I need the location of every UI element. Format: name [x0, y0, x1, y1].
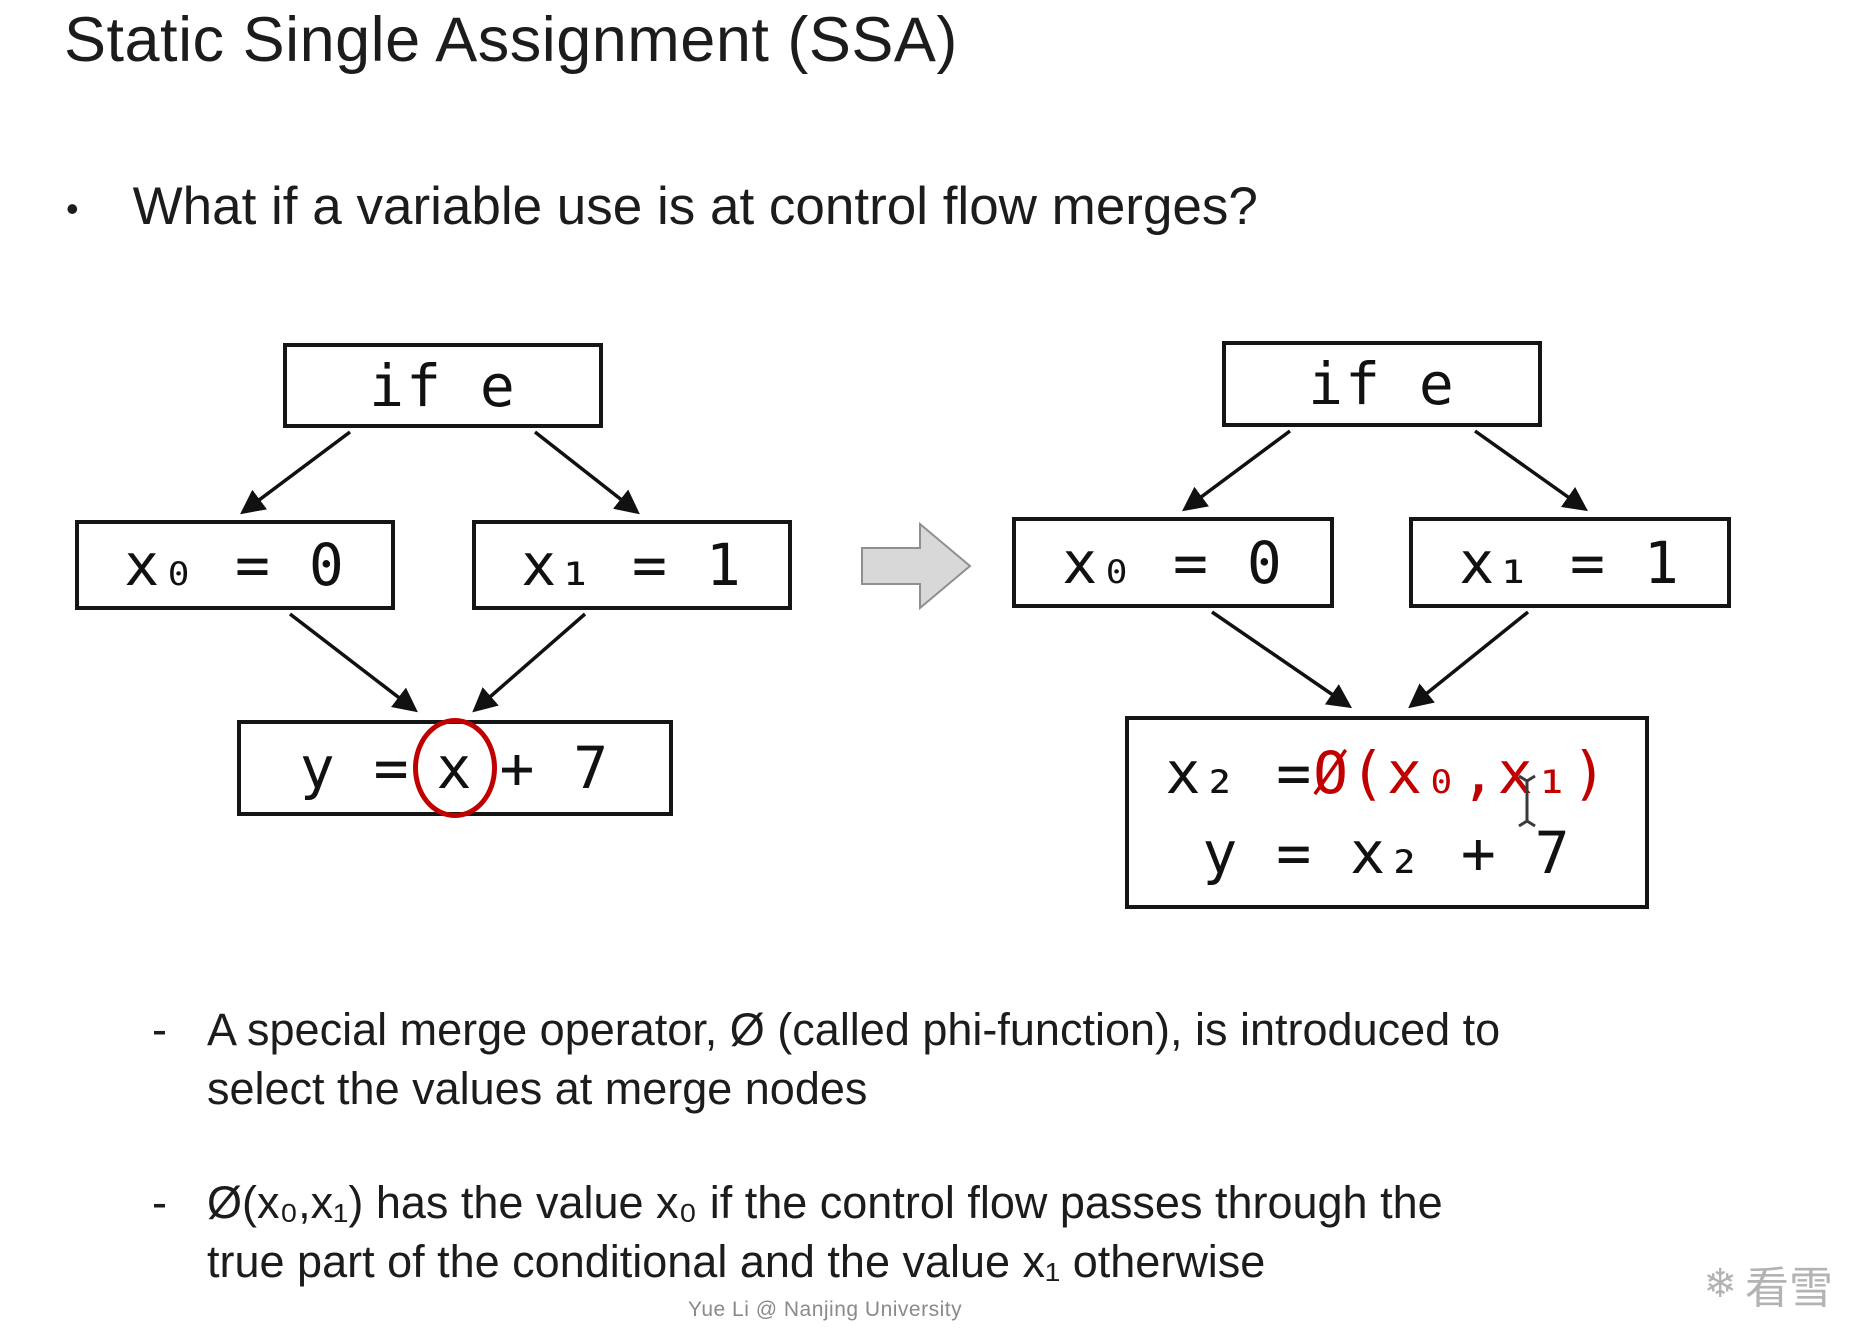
left-edge-if-to-false [533, 430, 640, 515]
right-cfg-false-branch-node: x₁ = 1 [1409, 517, 1731, 608]
merge-use-line: y = x₂ + 7 [1202, 818, 1572, 887]
circled-variable: x [412, 718, 497, 818]
merge-expr-prefix: y = [299, 734, 411, 802]
right-edge-true-to-merge [1211, 610, 1353, 709]
left-cfg-false-branch-node: x₁ = 1 [472, 520, 792, 610]
note-phi-semantics: - Ø(x₀,x₁) has the value x₀ if the contr… [152, 1173, 1443, 1292]
note-text: A special merge operator, Ø (called phi-… [207, 1004, 1501, 1115]
bullet-text: What if a variable use is at control flo… [132, 177, 1258, 236]
right-cfg-if-node: if e [1222, 341, 1542, 427]
note-text: Ø(x₀,x₁) has the value x₀ if the control… [207, 1177, 1443, 1288]
left-edge-false-to-merge [472, 612, 587, 713]
right-cfg-merge-node: x₂ = Ø(x₀,x₁) y = x₂ + 7 [1125, 716, 1649, 909]
merge-variable: x [436, 734, 474, 802]
slide-footer-credit: Yue Li @ Nanjing University [688, 1298, 963, 1321]
left-cfg-true-branch-node: x₀ = 0 [75, 520, 395, 610]
right-edge-if-to-false [1473, 429, 1588, 512]
merge-expr-suffix: + 7 [499, 734, 611, 802]
right-edge-if-to-true [1182, 429, 1292, 512]
left-edge-if-to-true [240, 430, 352, 515]
watermark-text: 看雪 [1745, 1264, 1833, 1313]
note-dash-marker: - [152, 1177, 167, 1228]
page-title: Static Single Assignment (SSA) [64, 5, 958, 75]
phi-assignment-line: x₂ = Ø(x₀,x₁) [1165, 739, 1608, 807]
watermark: ❄ 看雪 [1703, 1252, 1833, 1316]
left-edge-true-to-merge [288, 612, 418, 713]
snowflake-icon: ❄ [1703, 1262, 1737, 1306]
bullet-item: • What if a variable use is at control f… [66, 176, 1258, 242]
transform-arrow-icon [861, 521, 972, 611]
bullet-marker: • [66, 188, 79, 229]
phi-lhs: x₂ = [1165, 738, 1314, 807]
phi-function-expr: Ø(x₀,x₁) [1313, 738, 1609, 807]
left-cfg-merge-node: y = x + 7 [237, 718, 673, 818]
note-dash-marker: - [152, 1004, 167, 1055]
cfg-edges [240, 429, 1588, 713]
right-edge-false-to-merge [1408, 610, 1530, 709]
right-cfg-true-branch-node: x₀ = 0 [1012, 517, 1334, 608]
left-cfg-if-node: if e [283, 343, 603, 428]
note-phi-introduction: - A special merge operator, Ø (called ph… [152, 1000, 1500, 1119]
